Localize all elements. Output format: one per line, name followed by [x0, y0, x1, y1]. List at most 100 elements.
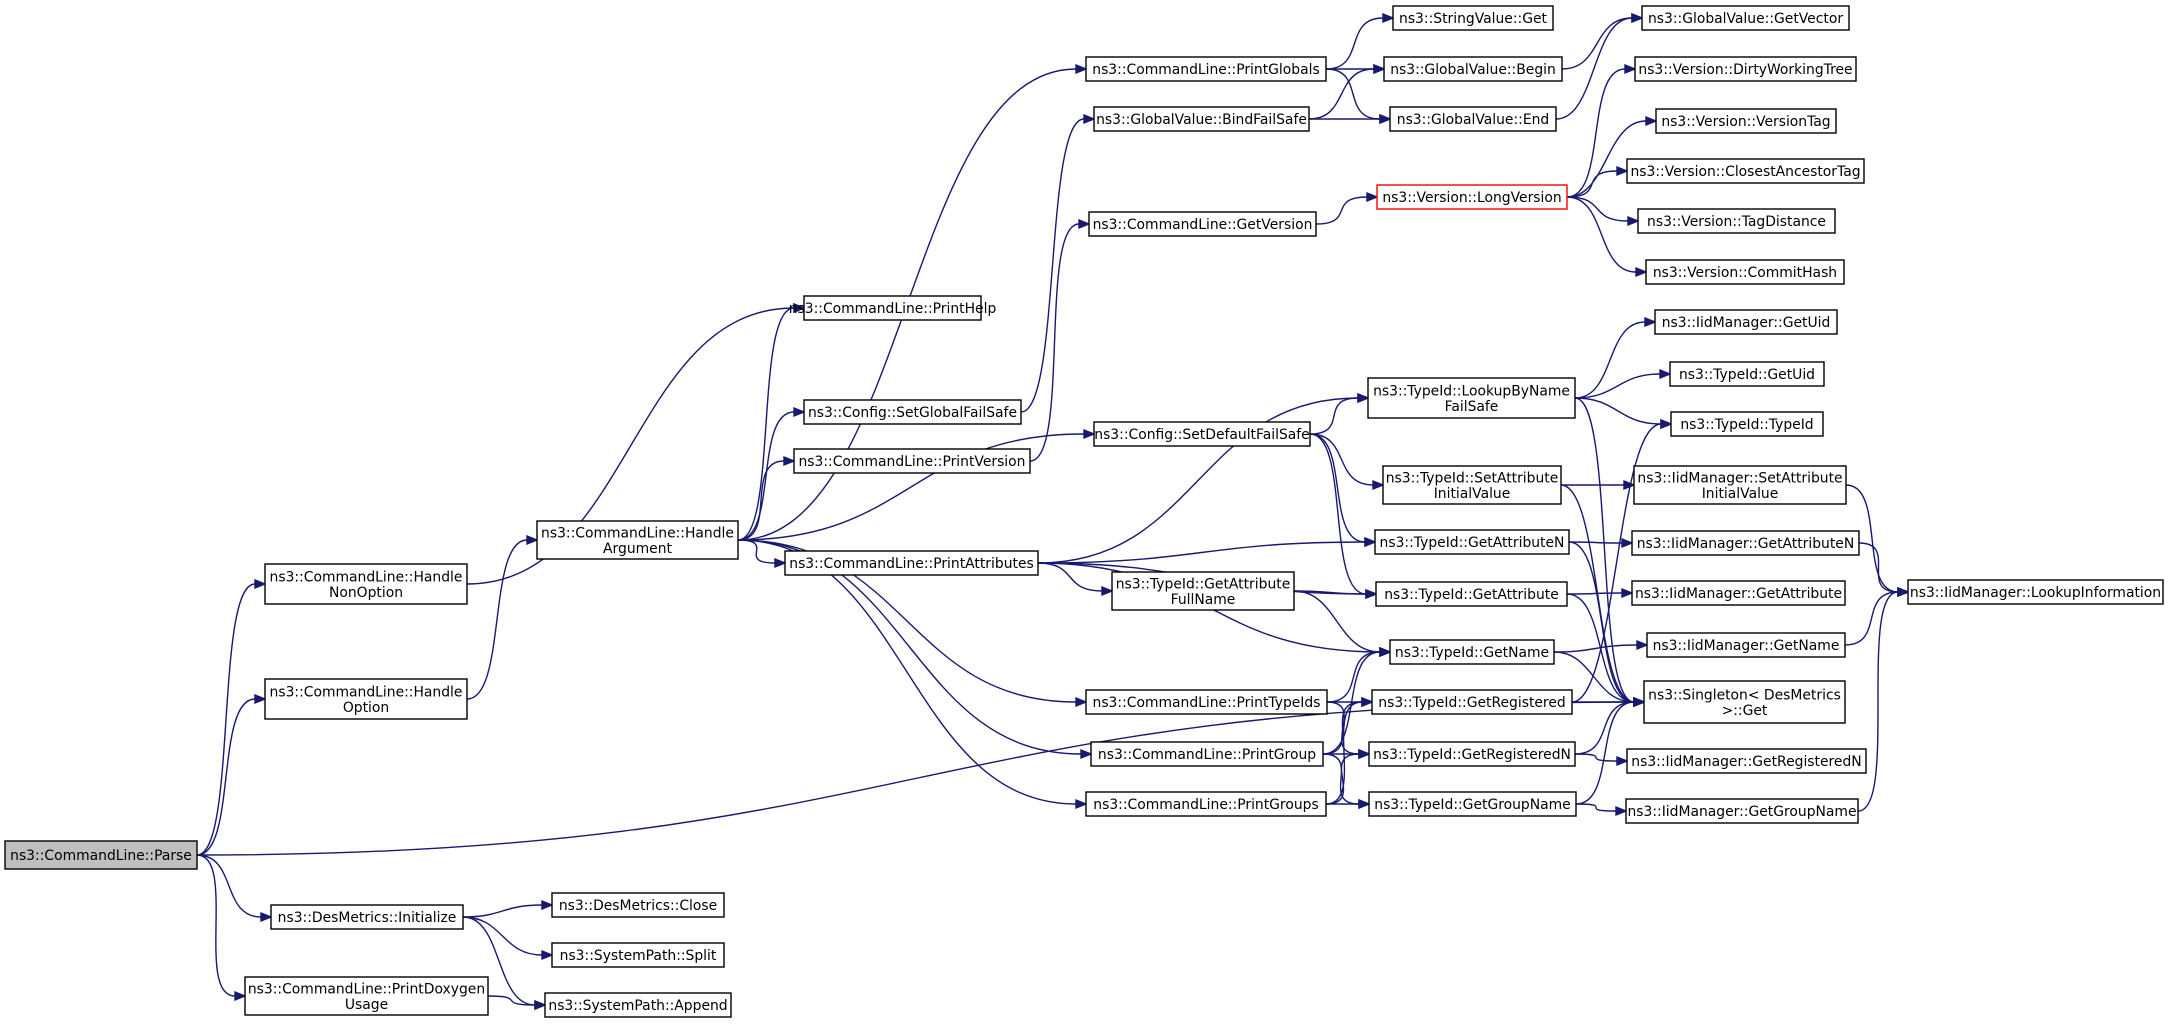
- node-version-closestancestortag[interactable]: ns3::Version::ClosestAncestorTag: [1626, 158, 1865, 184]
- node-box: [4, 840, 198, 870]
- node-print-group[interactable]: ns3::CommandLine::PrintGroup: [1090, 741, 1324, 767]
- edge-handle-argument-to-print-help: [737, 302, 806, 541]
- node-typeid-getregistered[interactable]: ns3::TypeId::GetRegistered: [1371, 689, 1573, 715]
- node-typeid-getregisteredn[interactable]: ns3::TypeId::GetRegisteredN: [1368, 741, 1576, 767]
- edge-arrowhead: [1624, 63, 1637, 75]
- node-get-version[interactable]: ns3::CommandLine::GetVersion: [1088, 211, 1317, 237]
- edge-arrowhead: [783, 455, 796, 467]
- edge-line: [1575, 803, 1617, 812]
- edge-print-groups-to-typeid-getgroupname: [1326, 798, 1371, 810]
- node-print-groups[interactable]: ns3::CommandLine::PrintGroups: [1085, 791, 1327, 817]
- node-print-help[interactable]: ns3::CommandLine::PrintHelp: [789, 295, 997, 321]
- node-desmetrics-initialize[interactable]: ns3::DesMetrics::Initialize: [270, 904, 464, 930]
- node-box: [544, 992, 732, 1018]
- node-parse[interactable]: ns3::CommandLine::Parse: [4, 840, 198, 870]
- node-globalvalue-getvector[interactable]: ns3::GlobalValue::GetVector: [1641, 5, 1850, 31]
- node-iidmanager-setattributeinitialvalue[interactable]: ns3::IidManager::SetAttributeInitialValu…: [1633, 465, 1847, 505]
- node-config-setdefaultfailsafe[interactable]: ns3::Config::SetDefaultFailSafe: [1093, 421, 1311, 447]
- node-version-commithash[interactable]: ns3::Version::CommitHash: [1645, 259, 1845, 285]
- node-desmetrics-close[interactable]: ns3::DesMetrics::Close: [551, 892, 725, 918]
- edge-line: [462, 916, 543, 956]
- node-typeid-typeid[interactable]: ns3::TypeId::TypeId: [1670, 411, 1824, 437]
- node-iidmanager-getattribute[interactable]: ns3::IidManager::GetAttribute: [1631, 580, 1846, 606]
- node-iidmanager-getuid[interactable]: ns3::IidManager::GetUid: [1654, 309, 1838, 335]
- node-label: ns3::GlobalValue::Begin: [1390, 62, 1556, 78]
- node-label: ns3::TypeId::GetName: [1395, 645, 1549, 661]
- edge-line: [737, 539, 1077, 805]
- node-iidmanager-getgroupname[interactable]: ns3::IidManager::GetGroupName: [1625, 798, 1859, 824]
- edge-arrowhead: [774, 557, 787, 569]
- node-label: ns3::Version::TagDistance: [1647, 214, 1826, 230]
- edge-line: [1553, 651, 1635, 703]
- node-label: ns3::TypeId::TypeId: [1680, 417, 1813, 433]
- edge-arrowhead: [1621, 537, 1634, 549]
- edge-line: [1857, 591, 1899, 812]
- edge-arrowhead: [1660, 418, 1673, 430]
- node-version-tagdistance[interactable]: ns3::Version::TagDistance: [1637, 208, 1836, 234]
- node-iidmanager-getname[interactable]: ns3::IidManager::GetName: [1646, 632, 1846, 658]
- edge-line: [1293, 590, 1367, 595]
- node-version-dirtyworkingtree[interactable]: ns3::Version::DirtyWorkingTree: [1634, 56, 1857, 82]
- node-typeid-getname[interactable]: ns3::TypeId::GetName: [1389, 639, 1555, 665]
- edge-line: [737, 539, 1077, 703]
- node-box: [1088, 211, 1317, 237]
- edge-layer: [196, 12, 1910, 1011]
- node-label: Option: [343, 700, 389, 716]
- edge-arrowhead: [254, 693, 267, 705]
- node-systempath-split[interactable]: ns3::SystemPath::Split: [551, 942, 725, 968]
- node-iidmanager-getattributen[interactable]: ns3::IidManager::GetAttributeN: [1631, 530, 1860, 556]
- edge-line: [1568, 541, 1623, 544]
- edge-arrowhead: [1080, 748, 1093, 760]
- node-box: [1090, 741, 1324, 767]
- node-box: [1626, 748, 1867, 774]
- edge-line: [1844, 591, 1899, 646]
- node-config-setglobalfailsafe[interactable]: ns3::Config::SetGlobalFailSafe: [803, 399, 1022, 425]
- edge-print-attributes-to-typeid-lookupbynamefailsafe: [1037, 392, 1370, 564]
- node-print-version[interactable]: ns3::CommandLine::PrintVersion: [793, 448, 1031, 474]
- node-typeid-getattribute[interactable]: ns3::TypeId::GetAttribute: [1375, 581, 1568, 607]
- node-print-attributes[interactable]: ns3::CommandLine::PrintAttributes: [784, 550, 1039, 576]
- node-stringvalue-get[interactable]: ns3::StringValue::Get: [1392, 5, 1554, 31]
- node-typeid-getgroupname[interactable]: ns3::TypeId::GetGroupName: [1368, 791, 1577, 817]
- edge-line: [1566, 120, 1647, 198]
- node-print-globals[interactable]: ns3::CommandLine::PrintGlobals: [1085, 56, 1327, 82]
- edge-line: [462, 916, 536, 1006]
- node-systempath-append[interactable]: ns3::SystemPath::Append: [544, 992, 732, 1018]
- node-globalvalue-begin[interactable]: ns3::GlobalValue::Begin: [1383, 56, 1563, 82]
- edge-arrowhead: [260, 911, 273, 923]
- node-label: ns3::DesMetrics::Close: [559, 898, 717, 914]
- node-box: [1654, 309, 1838, 335]
- edge-globalvalue-begin-to-globalvalue-getvector: [1561, 12, 1644, 70]
- node-label: ns3::Config::SetGlobalFailSafe: [808, 405, 1017, 421]
- node-label: ns3::CommandLine::PrintGlobals: [1092, 62, 1319, 78]
- node-globalvalue-end[interactable]: ns3::GlobalValue::End: [1389, 106, 1557, 132]
- node-iidmanager-lookupinformation[interactable]: ns3::IidManager::LookupInformation: [1907, 579, 2164, 605]
- node-iidmanager-getregisteredn[interactable]: ns3::IidManager::GetRegisteredN: [1626, 748, 1867, 774]
- edge-arrowhead: [1897, 586, 1910, 598]
- node-version-longversion[interactable]: ns3::Version::LongVersion: [1376, 184, 1568, 210]
- edge-line: [1037, 397, 1359, 564]
- node-print-typeids[interactable]: ns3::CommandLine::PrintTypeIds: [1085, 689, 1328, 715]
- node-label: ns3::CommandLine::Parse: [10, 848, 192, 864]
- edge-line: [1037, 541, 1366, 564]
- node-globalvalue-bindfailsafe[interactable]: ns3::GlobalValue::BindFailSafe: [1093, 106, 1310, 132]
- edge-typeid-getname-to-iidmanager-getname: [1553, 639, 1649, 653]
- node-typeid-getattributen[interactable]: ns3::TypeId::GetAttributeN: [1374, 529, 1570, 555]
- node-version-versiontag[interactable]: ns3::Version::VersionTag: [1655, 108, 1837, 134]
- node-box: [244, 976, 489, 1016]
- node-singleton-desmetrics-get[interactable]: ns3::Singleton< DesMetrics>::Get: [1643, 680, 1846, 724]
- edge-line: [1309, 433, 1367, 595]
- edge-arrowhead: [1358, 748, 1371, 760]
- edge-desmetrics-initialize-to-systempath-split: [462, 916, 554, 961]
- node-typeid-getuid[interactable]: ns3::TypeId::GetUid: [1669, 361, 1825, 387]
- node-label: ns3::TypeId::GetAttribute: [1384, 587, 1559, 603]
- edge-line: [1309, 397, 1359, 435]
